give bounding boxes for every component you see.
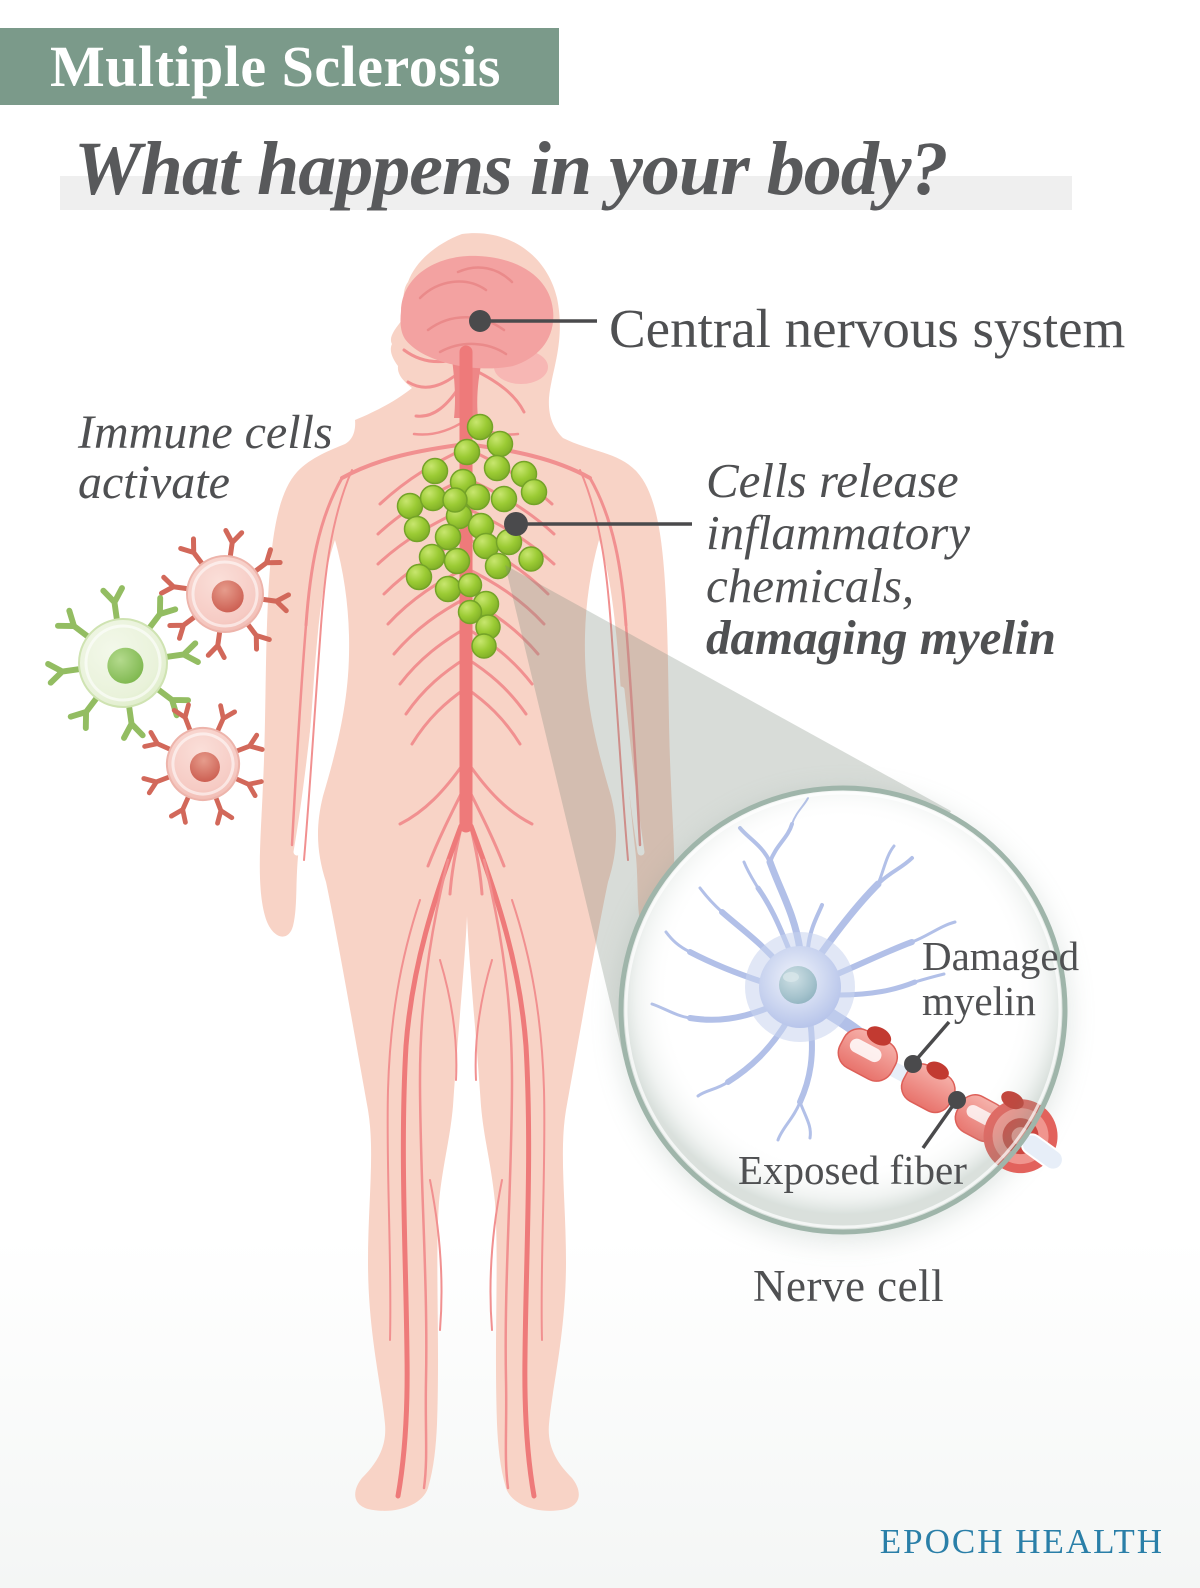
- label-exposed-fiber: Exposed fiber: [738, 1147, 967, 1193]
- green-immune-cell-illustration: [39, 579, 207, 747]
- label-line: chemicals,: [706, 557, 915, 613]
- page-title: What happens in your body?: [74, 127, 948, 211]
- label-line: Damaged: [922, 933, 1080, 979]
- release-callout: [504, 512, 692, 536]
- caption-nerve-cell: Nerve cell: [753, 1261, 945, 1311]
- title-highlight-bar: [60, 176, 1072, 210]
- label-central-nervous-system: Central nervous system: [609, 298, 1126, 359]
- label-line: Cells release: [706, 453, 959, 508]
- label-immune-cells-activate: Immune cells activate: [78, 406, 333, 510]
- label-line: activate: [78, 456, 230, 510]
- magnifier-circle-border: [618, 785, 1068, 1235]
- release-callout-dot: [504, 512, 528, 536]
- category-badge: Multiple Sclerosis: [0, 28, 559, 105]
- label-line-bold: damaging myelin: [706, 610, 1056, 666]
- magnifier-glass-tint: [621, 788, 1065, 1232]
- pink-immune-cell-illustration: [154, 523, 296, 665]
- magnifier-circle-highlight: [624, 791, 1062, 1229]
- label-line: myelin: [922, 978, 1036, 1025]
- green-immune-cell-dots: [396, 413, 548, 659]
- cns-callout-dot: [469, 310, 491, 332]
- pink-immune-cell-illustration: [123, 684, 283, 844]
- label-line: Immune cells: [78, 406, 333, 459]
- cns-callout: [469, 310, 597, 332]
- label-damaged-myelin: Damaged myelin: [922, 933, 1080, 1025]
- label-line: inflammatory: [706, 505, 971, 561]
- label-cells-release: Cells release inflammatory chemicals, da…: [706, 453, 1056, 666]
- human-body-illustration: [259, 233, 675, 1511]
- brand-logo: EPOCH HEALTH: [879, 1522, 1164, 1561]
